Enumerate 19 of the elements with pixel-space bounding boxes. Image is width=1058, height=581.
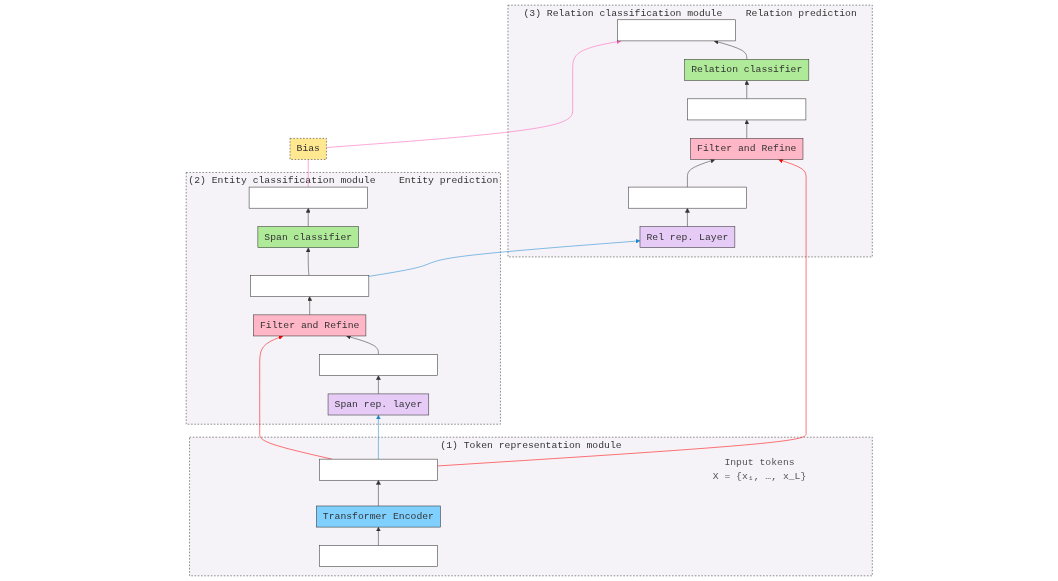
node-box: Span rep. layer xyxy=(327,393,429,416)
node-box xyxy=(687,98,806,121)
node-box: Relation classifier xyxy=(684,59,809,81)
node-box: Filter and Refine xyxy=(690,138,803,160)
node-box xyxy=(318,458,438,481)
node-box: Transformer Encoder xyxy=(315,505,441,528)
node-box: Span classifier xyxy=(257,226,359,248)
connector xyxy=(307,159,309,188)
node-box xyxy=(248,186,368,209)
node-box xyxy=(318,545,438,567)
node-box: Rel rep. Layer xyxy=(639,226,735,248)
node-label: X = {x₁, …, x_L} xyxy=(712,471,807,483)
node-box xyxy=(250,275,369,297)
node-box: Filter and Refine xyxy=(252,314,366,337)
node-box xyxy=(616,19,736,42)
node-box xyxy=(318,354,438,376)
node-box xyxy=(627,186,747,209)
node-label: Input tokens xyxy=(724,456,795,468)
node-box: Bias xyxy=(289,138,327,160)
